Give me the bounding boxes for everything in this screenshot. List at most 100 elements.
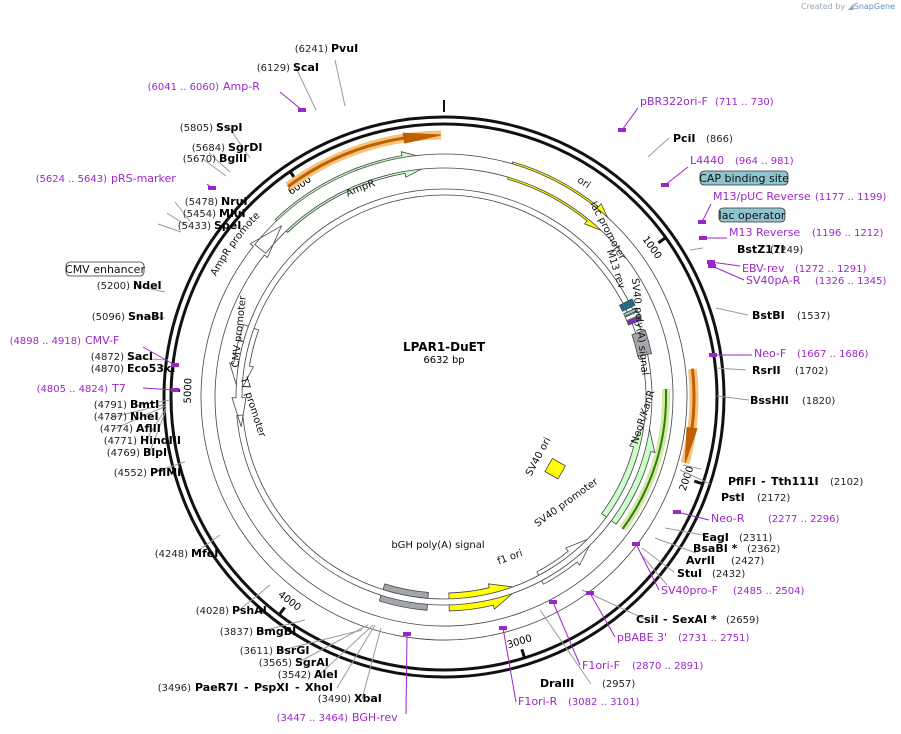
site-position: (1820) bbox=[802, 396, 835, 407]
leader-line bbox=[111, 405, 167, 431]
restriction-site-name: BsrGI bbox=[276, 644, 309, 657]
leader-line bbox=[174, 201, 191, 222]
site-position: (6129) bbox=[257, 63, 290, 74]
sv40-ori-block bbox=[544, 457, 566, 480]
leader-line bbox=[194, 534, 221, 554]
feature-label-sv40_polya: SV40 poly(A) signal bbox=[629, 278, 650, 376]
backbone-inner-ring bbox=[169, 122, 719, 672]
boxed-feature-label: lac operator bbox=[719, 209, 786, 222]
site-position: (5805) bbox=[180, 123, 213, 134]
site-position: (3542) bbox=[278, 670, 311, 681]
snapgene-credit: Created by ◢SnapGene bbox=[801, 2, 895, 11]
primer-range: (3447 .. 3464) bbox=[277, 713, 349, 724]
restriction-site-name: SgrDI bbox=[228, 141, 262, 154]
feature-label-f1_ori: f1 ori bbox=[496, 548, 524, 567]
leader-line bbox=[236, 584, 271, 613]
primer-range: (3082 .. 3101) bbox=[568, 697, 640, 708]
restriction-site-name: XbaI bbox=[354, 692, 382, 705]
leader-line bbox=[539, 609, 592, 685]
restriction-site-name: AleI bbox=[314, 668, 338, 681]
restriction-site-name: EagI bbox=[702, 531, 729, 544]
restriction-site-name: DraIII bbox=[540, 677, 574, 690]
restriction-site-name: SexAI * bbox=[672, 613, 717, 626]
lac-operator-block bbox=[623, 307, 639, 317]
leader-line bbox=[336, 624, 376, 689]
primer-name: pBABE 3' bbox=[617, 631, 667, 644]
site-position: (1537) bbox=[797, 311, 830, 322]
primer-name: F1ori-F bbox=[582, 659, 620, 672]
primer-name: BGH-rev bbox=[352, 711, 398, 724]
restriction-site-name: CsiI bbox=[636, 613, 658, 626]
leader-line bbox=[715, 307, 749, 316]
leader-line bbox=[361, 627, 382, 700]
primer-leader bbox=[279, 91, 303, 111]
restriction-site-name: NheI bbox=[130, 410, 159, 423]
restriction-site-name: PvuI bbox=[331, 42, 358, 55]
primer-range: (964 .. 981) bbox=[735, 156, 794, 167]
site-position: (4872) bbox=[91, 352, 124, 363]
site-position: (4248) bbox=[155, 549, 188, 560]
feature-label-ori: ori bbox=[575, 175, 592, 191]
site-separator: - bbox=[244, 681, 249, 694]
leader-line bbox=[716, 395, 750, 401]
restriction-site-name: Eco53kI bbox=[127, 362, 175, 375]
restriction-site-name: AvrII bbox=[686, 554, 715, 567]
leader-line bbox=[129, 357, 169, 361]
leader-line bbox=[682, 464, 702, 470]
primer-marker bbox=[549, 600, 557, 604]
leader-line bbox=[664, 527, 704, 536]
primer-marker bbox=[632, 542, 640, 546]
leader-line bbox=[295, 67, 317, 111]
restriction-site-name: NdeI bbox=[133, 279, 162, 292]
primer-name: T7 bbox=[111, 382, 126, 395]
primer-leader bbox=[664, 166, 689, 186]
leader-line bbox=[166, 212, 188, 227]
restriction-site-name: SpeI bbox=[214, 219, 241, 232]
tick-label: 2000 bbox=[678, 465, 697, 493]
restriction-site-name: StuI bbox=[677, 567, 702, 580]
restriction-site-name: PciI bbox=[673, 132, 695, 145]
ampr-promoter-arrow bbox=[200, 153, 688, 641]
primer-leader bbox=[676, 511, 710, 521]
site-separator: - bbox=[663, 613, 668, 626]
site-position: (4769) bbox=[107, 448, 140, 459]
boxed-feature-label: CMV enhancer bbox=[65, 263, 145, 276]
leader-line bbox=[134, 399, 171, 407]
leader-line bbox=[144, 407, 167, 443]
restriction-site-name: AflII bbox=[136, 422, 161, 435]
leader-line bbox=[157, 364, 169, 369]
restriction-site-name: XhoI bbox=[305, 681, 333, 694]
primer-range: (2731 .. 2751) bbox=[678, 633, 750, 644]
restriction-site-name: SspI bbox=[216, 121, 242, 134]
leader-line bbox=[317, 624, 374, 677]
site-position: (2957) bbox=[602, 679, 635, 690]
restriction-site-name: PstI bbox=[721, 491, 745, 504]
primer-range: (1667 .. 1686) bbox=[797, 349, 869, 360]
leader-lines bbox=[109, 59, 750, 700]
site-position: (866) bbox=[706, 134, 733, 145]
site-position: (6241) bbox=[295, 44, 328, 55]
primer-name: Amp-R bbox=[223, 80, 260, 93]
cap-site-block bbox=[626, 315, 642, 326]
primer-range: (1196 .. 1212) bbox=[812, 228, 884, 239]
primer-range: (2277 .. 2296) bbox=[768, 514, 840, 525]
leader-line bbox=[157, 223, 182, 233]
restriction-site-name: BsaBI * bbox=[693, 542, 738, 555]
tick-label: 5000 bbox=[183, 378, 195, 404]
site-position: (2432) bbox=[712, 569, 745, 580]
leader-line bbox=[208, 152, 231, 173]
primer-marker bbox=[171, 363, 179, 367]
primer-range: (1326 .. 1345) bbox=[815, 276, 887, 287]
primer-leader bbox=[710, 261, 741, 267]
primer-marker bbox=[298, 108, 306, 112]
restriction-site-name: PflFI bbox=[728, 475, 756, 488]
site-position: (4791) bbox=[94, 400, 127, 411]
m13-rev-block bbox=[624, 311, 641, 322]
tick-label: 3000 bbox=[506, 633, 534, 651]
site-position: (5096) bbox=[92, 312, 125, 323]
leader-line bbox=[654, 537, 697, 554]
primer-leader bbox=[589, 592, 616, 638]
primer-name: CMV-F bbox=[85, 334, 119, 347]
primer-leader bbox=[142, 346, 176, 366]
